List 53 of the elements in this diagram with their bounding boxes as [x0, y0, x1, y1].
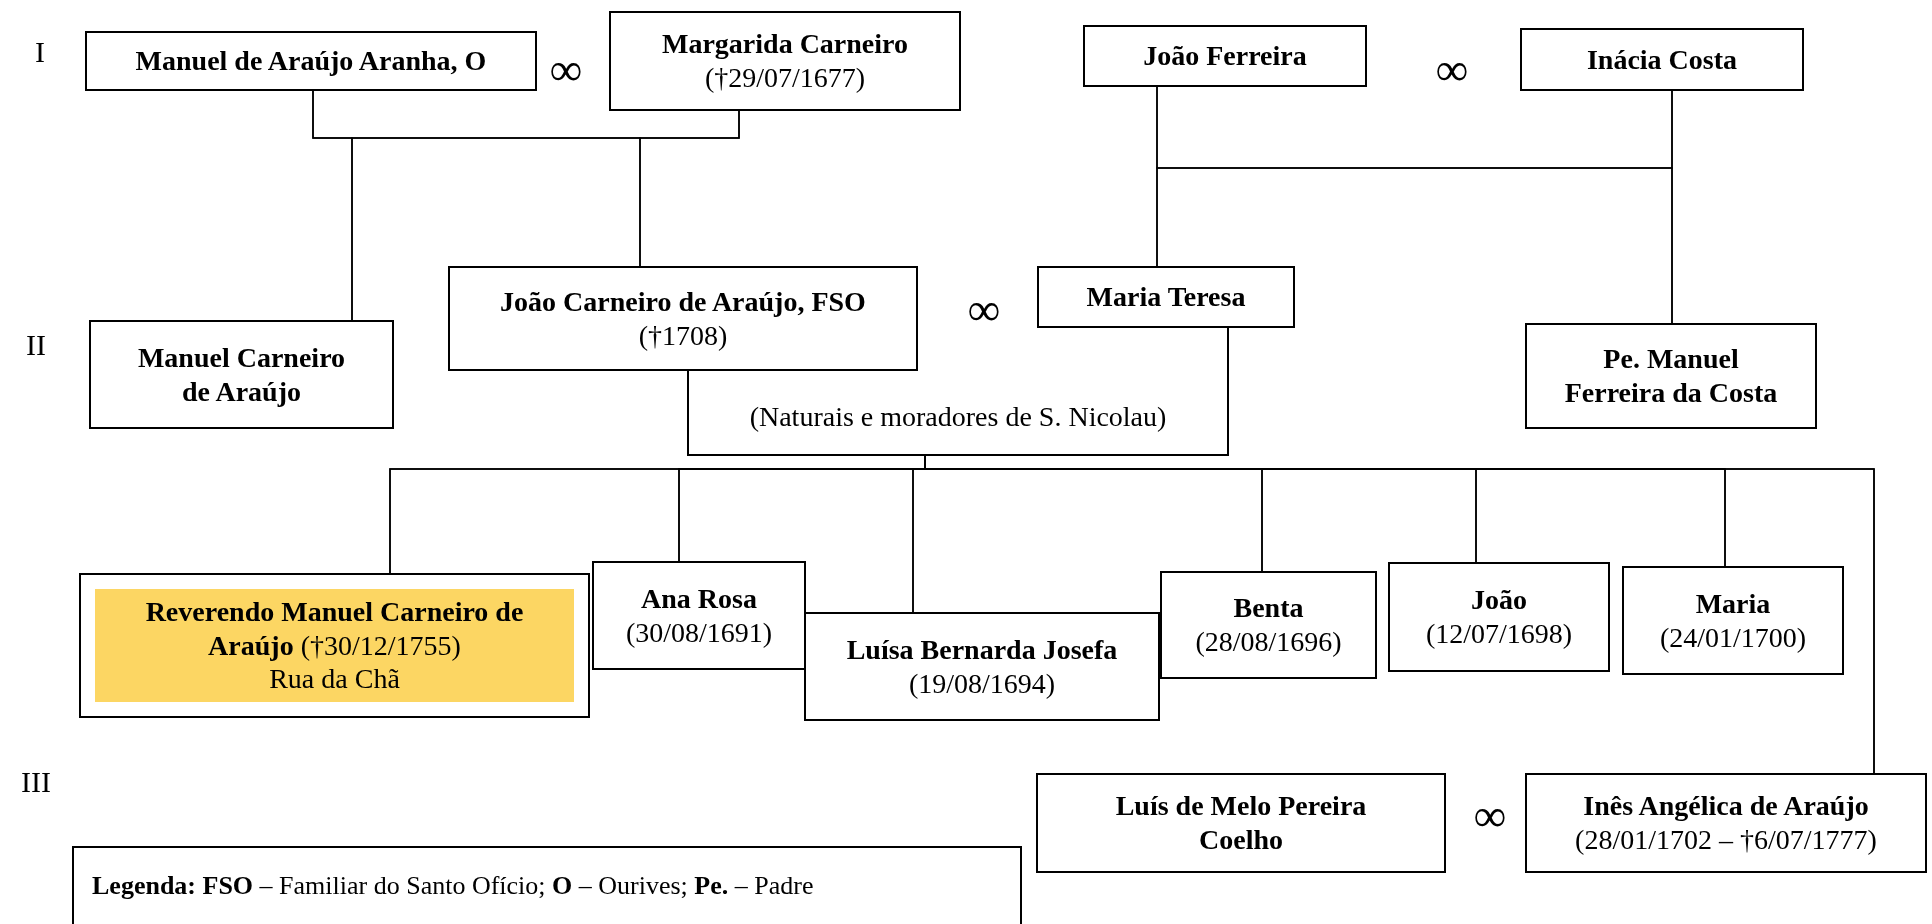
person-name: Margarida Carneiro	[662, 27, 908, 61]
person-dates: (28/01/1702 – †6/07/1777)	[1575, 823, 1877, 857]
person-name: Manuel de Araújo Aranha, O	[135, 44, 487, 78]
person-box	[1388, 562, 1610, 672]
person-name: Inês Angélica de Araújo	[1583, 789, 1869, 823]
person-name: João Ferreira	[1143, 39, 1307, 73]
person-name: Reverendo Manuel Carneiro de Araújo (†30/12/1755)	[144, 595, 525, 663]
marriage-symbol: ∞	[967, 291, 1001, 329]
street-name: Rua da Chã	[269, 662, 400, 696]
person-box	[609, 11, 961, 111]
person-name: Benta	[1233, 591, 1304, 625]
person-dates: (†29/07/1677)	[704, 61, 866, 95]
person-name: Inácia Costa	[1586, 42, 1738, 77]
person-box	[85, 31, 537, 91]
person-name: Ana Rosa	[641, 581, 757, 616]
person-box	[1083, 25, 1367, 87]
person-dates: (24/01/1700)	[1659, 620, 1807, 655]
person-name: Luísa Bernarda Josefa	[846, 632, 1118, 667]
note-text: (Naturais e moradores de S. Nicolau)	[749, 403, 1167, 431]
person-box	[1036, 773, 1446, 873]
person-name: João Carneiro de Araújo, FSO	[500, 284, 866, 319]
person-box	[1160, 571, 1377, 679]
generation-numeral: I	[35, 37, 45, 67]
person-box	[1037, 266, 1295, 328]
person-box	[804, 612, 1160, 721]
person-box	[1622, 566, 1844, 675]
person-box	[1525, 773, 1927, 873]
descent-line	[1671, 90, 1673, 324]
person-dates: (30/08/1691)	[625, 615, 773, 650]
person-box	[448, 266, 918, 371]
person-dates: (19/08/1694)	[908, 666, 1056, 701]
marriage-symbol: ∞	[1435, 51, 1469, 89]
marriage-symbol: ∞	[1473, 797, 1507, 835]
person-box	[79, 573, 590, 718]
marriage-symbol: ∞	[549, 51, 583, 89]
person-box	[592, 561, 806, 670]
legend-box	[72, 846, 1022, 924]
person-name: Manuel Carneiro de Araújo	[136, 340, 347, 409]
person-dates: (†1708)	[638, 318, 728, 353]
person-box	[1520, 28, 1804, 91]
person-name: João	[1471, 583, 1527, 617]
generation-numeral: II	[26, 330, 46, 360]
person-name: Maria	[1695, 586, 1771, 621]
generation-numeral: III	[21, 767, 51, 797]
person-dates: (28/08/1696)	[1195, 625, 1342, 659]
person-name: Maria Teresa	[1086, 280, 1246, 314]
person-dates: (12/07/1698)	[1425, 617, 1573, 651]
person-box	[1525, 323, 1817, 429]
person-box	[89, 320, 394, 429]
person-name: Luís de Melo Pereira Coelho	[1114, 789, 1368, 857]
person-name: Pe. Manuel Ferreira da Costa	[1563, 342, 1779, 410]
legend-text: Legenda: FSO – Familiar do Santo Ofício; O – Ourives; Pe. – Padre	[92, 870, 814, 902]
descent-line	[639, 110, 740, 267]
